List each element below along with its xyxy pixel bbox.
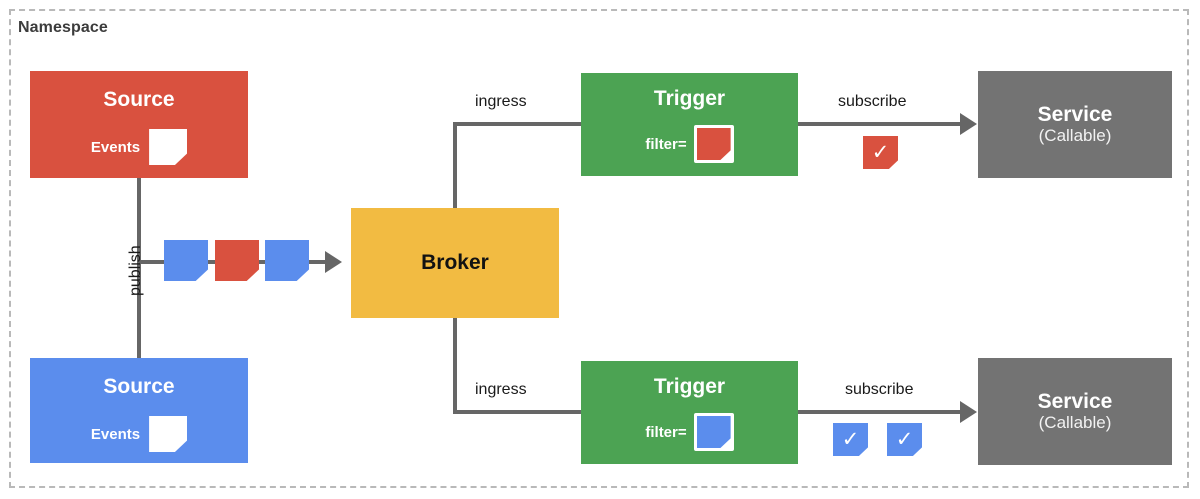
node-trigger-bottom[interactable]: Trigger filter=	[581, 361, 798, 464]
trigger-bottom-filter-card	[693, 413, 734, 451]
source-red-events-row: Events	[30, 129, 248, 165]
broker-title: Broker	[421, 251, 489, 274]
trigger-bottom-title: Trigger	[653, 375, 726, 398]
service-bottom-title: Service	[1037, 389, 1113, 413]
publish-spine-line	[137, 177, 141, 359]
namespace-boundary	[9, 9, 1189, 488]
trigger-bottom-filter-row: filter=	[581, 413, 798, 451]
namespace-label: Namespace	[18, 19, 108, 36]
subscribe-top-arrowhead	[960, 113, 977, 135]
service-bottom-subtitle: (Callable)	[1038, 412, 1112, 432]
trigger-top-filter-label: filter=	[645, 135, 687, 153]
delivery-check-badge-top-1: ✓	[863, 136, 898, 169]
check-icon: ✓	[871, 141, 890, 164]
node-service-top[interactable]: Service (Callable)	[978, 71, 1172, 178]
ingress-top-line	[453, 122, 585, 126]
event-chip-blue-1	[164, 240, 208, 281]
event-chip-red-1	[215, 240, 259, 281]
node-trigger-top[interactable]: Trigger filter=	[581, 73, 798, 176]
trigger-top-title: Trigger	[653, 87, 726, 110]
subscribe-bottom-line	[797, 410, 962, 414]
source-red-events-label: Events	[90, 138, 141, 156]
source-red-title: Source	[103, 88, 175, 111]
ingress-bottom-label: ingress	[475, 381, 527, 398]
check-icon: ✓	[841, 428, 860, 451]
node-source-red[interactable]: Source Events	[30, 71, 248, 178]
trigger-top-filter-card	[693, 125, 734, 163]
trigger-bottom-filter-label: filter=	[645, 423, 687, 441]
delivery-check-badge-bottom-2: ✓	[887, 423, 922, 456]
service-top-subtitle: (Callable)	[1038, 125, 1112, 145]
service-top-title: Service	[1037, 102, 1113, 126]
node-service-bottom[interactable]: Service (Callable)	[978, 358, 1172, 465]
source-red-event-card	[149, 129, 188, 165]
check-icon: ✓	[895, 428, 914, 451]
node-source-blue[interactable]: Source Events	[30, 358, 248, 463]
ingress-bottom-line	[453, 410, 585, 414]
subscribe-top-label: subscribe	[838, 93, 907, 110]
event-chip-blue-2	[265, 240, 309, 281]
source-blue-events-label: Events	[90, 425, 141, 443]
delivery-check-badge-bottom-1: ✓	[833, 423, 868, 456]
subscribe-bottom-arrowhead	[960, 401, 977, 423]
subscribe-bottom-label: subscribe	[845, 381, 914, 398]
node-broker[interactable]: Broker	[351, 208, 559, 318]
publish-arrowhead	[325, 251, 342, 273]
trigger-top-filter-row: filter=	[581, 125, 798, 163]
source-blue-events-row: Events	[30, 416, 248, 452]
source-blue-event-card	[149, 416, 188, 452]
publish-label: publish	[127, 245, 144, 296]
subscribe-top-line	[797, 122, 962, 126]
ingress-top-label: ingress	[475, 93, 527, 110]
source-blue-title: Source	[103, 375, 175, 398]
